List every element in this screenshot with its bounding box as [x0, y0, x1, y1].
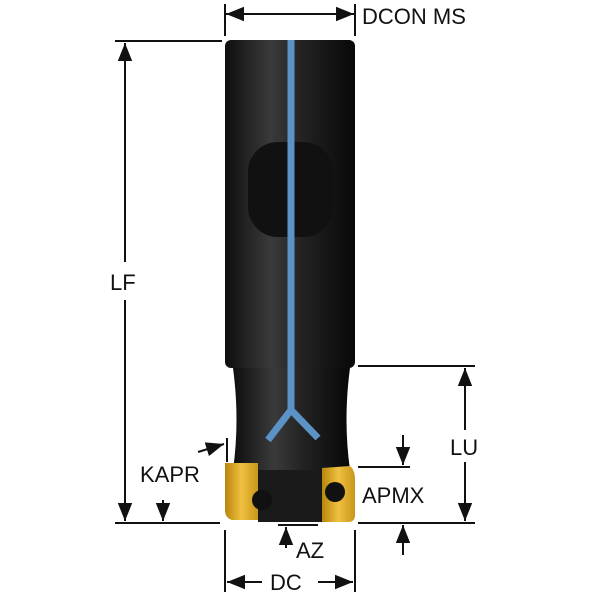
label-lu: LU [450, 435, 478, 460]
cutter-neck [233, 368, 350, 470]
label-az: AZ [296, 538, 324, 563]
insert-left [225, 463, 258, 520]
insert-screw-right-icon [325, 482, 345, 502]
label-kapr: KAPR [140, 462, 200, 487]
label-lf: LF [110, 270, 136, 295]
coolant-channel [265, 40, 321, 443]
dimension-lines [115, 4, 475, 592]
label-apmx: APMX [362, 483, 425, 508]
insert-screw-left-icon [252, 490, 272, 510]
label-dc: DC [270, 570, 302, 595]
label-dcon-ms: DCON MS [362, 4, 466, 29]
